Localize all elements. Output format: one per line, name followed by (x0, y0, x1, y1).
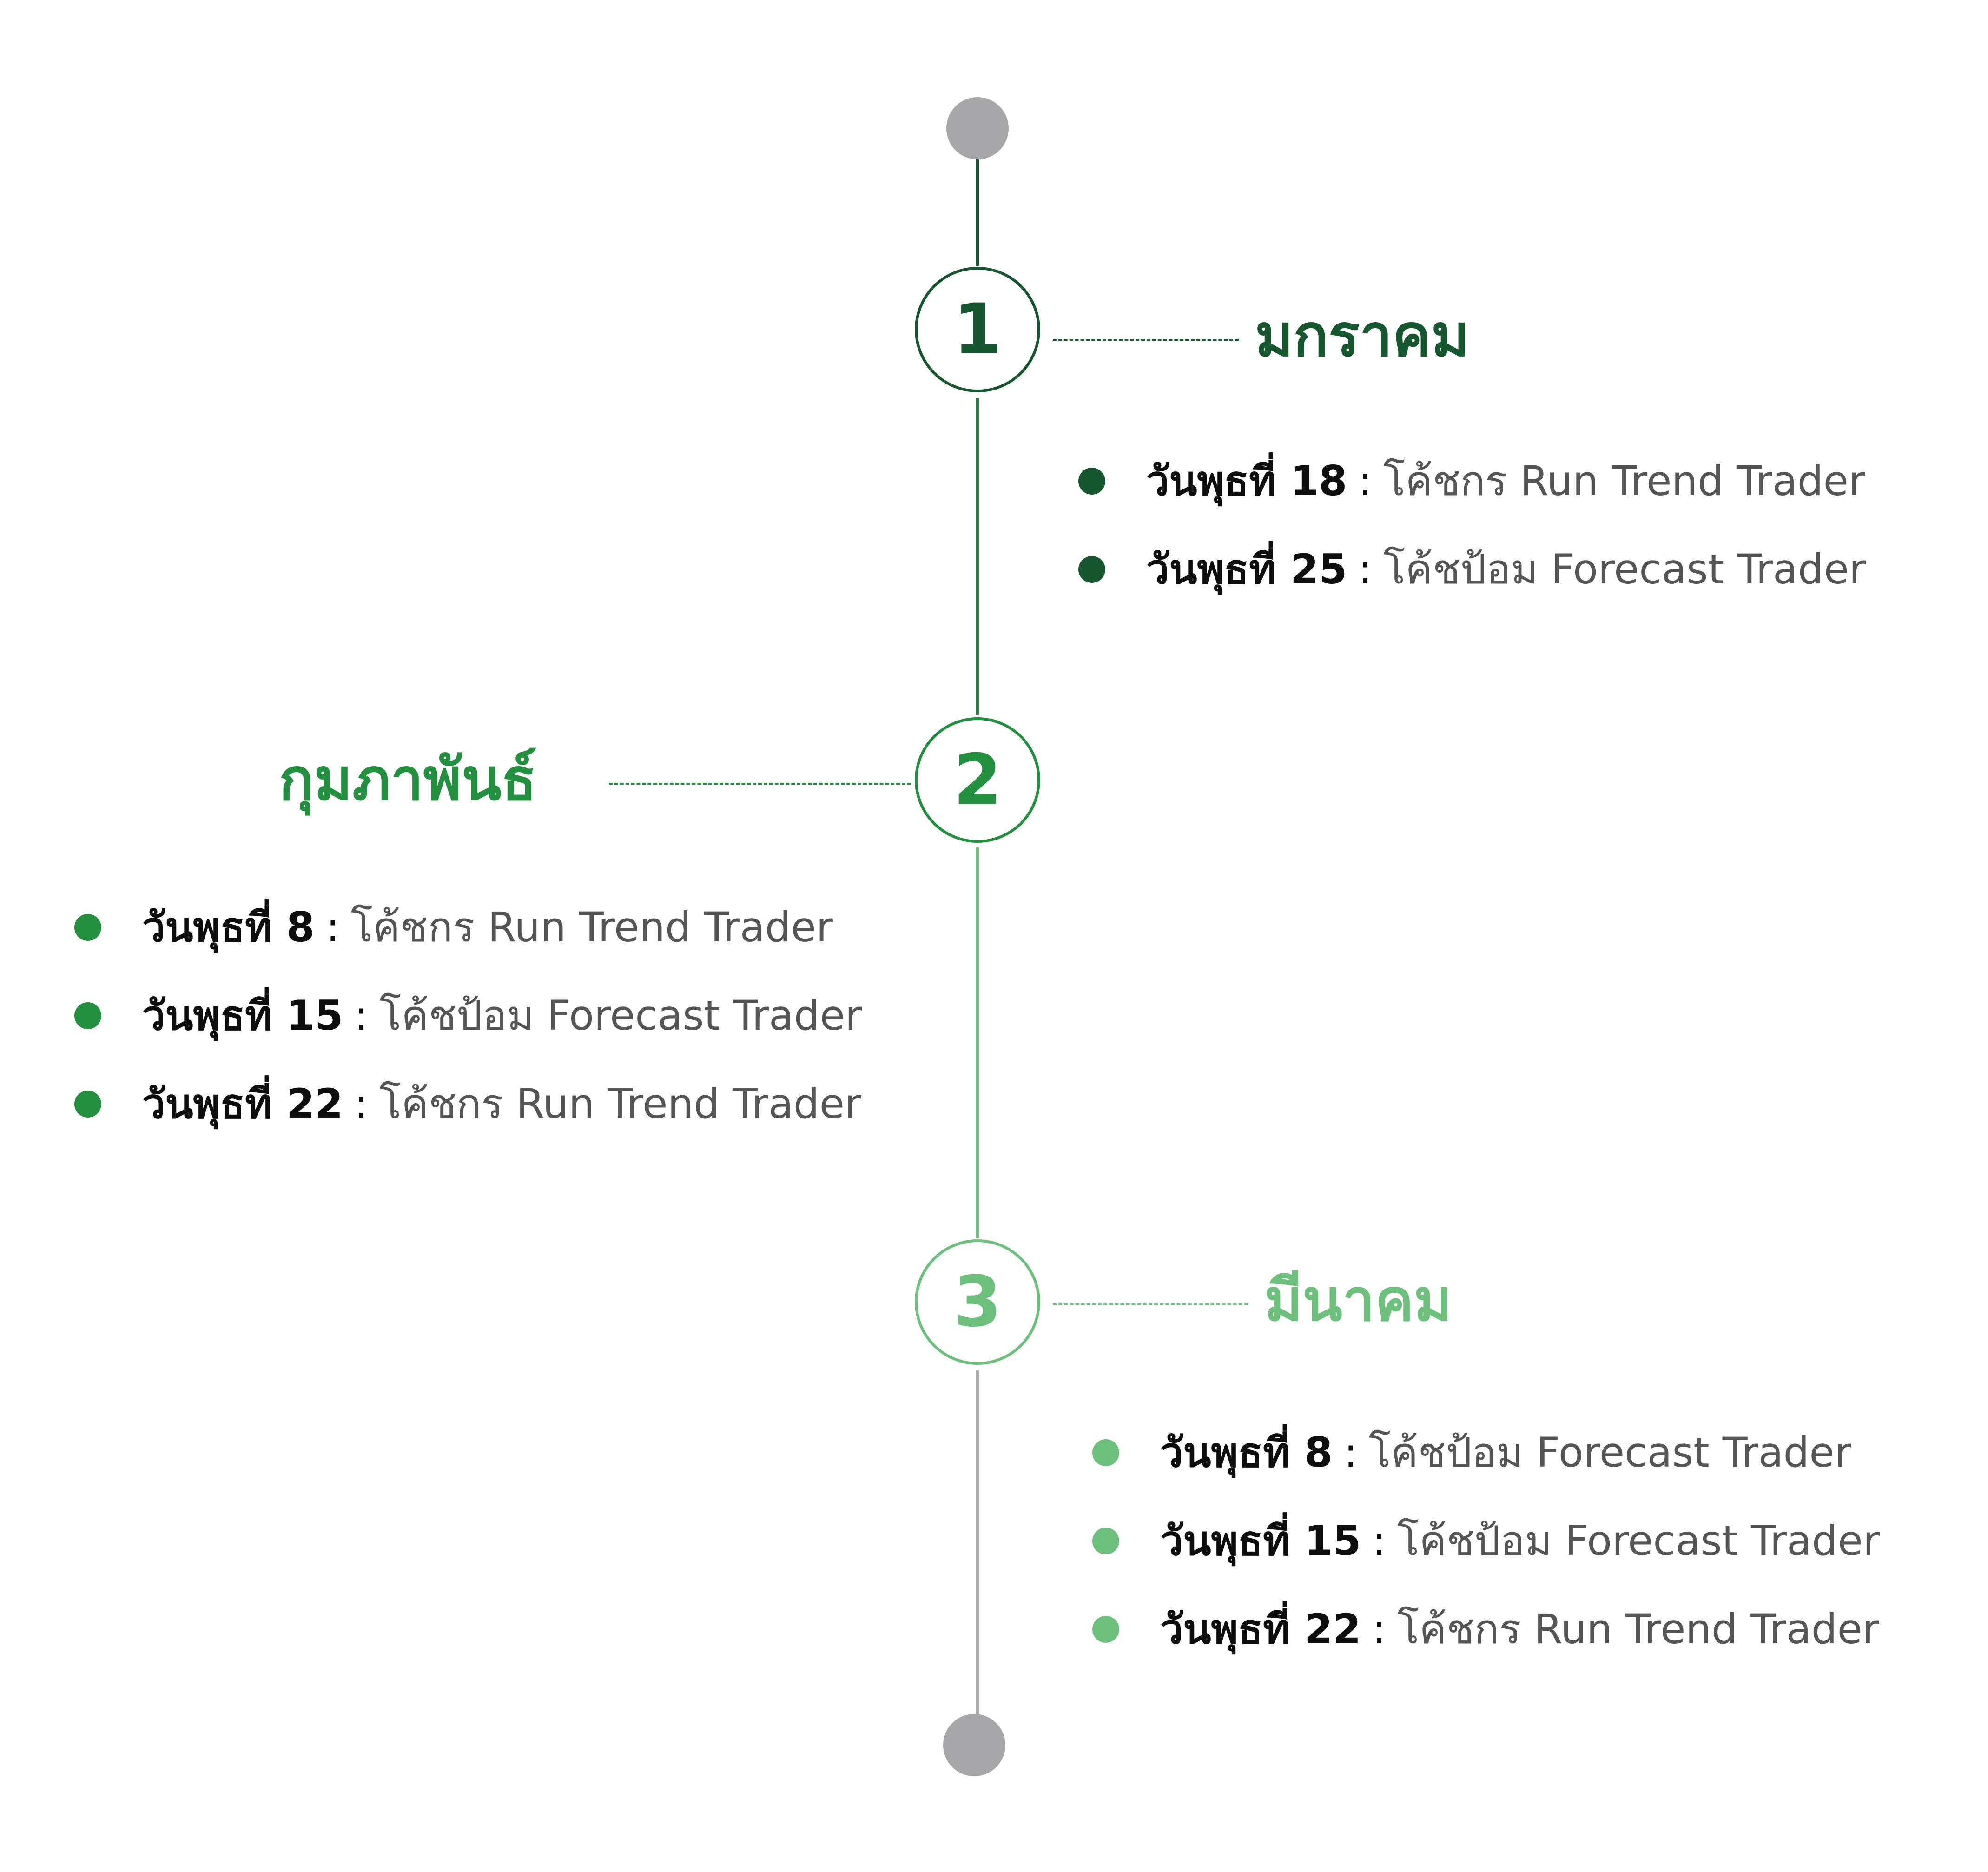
connector-line (1053, 1303, 1248, 1305)
step-number: 2 (953, 740, 1002, 820)
separator: : (354, 992, 369, 1039)
list-item: วันพุธที่ 22 : โค้ชกร Run Trend Trader (74, 1060, 862, 1148)
bullet-dot-icon (74, 914, 101, 941)
session-day: วันพุธที่ 15 (142, 992, 343, 1039)
session-coach: โค้ชกร Run Trend Trader (1397, 1605, 1880, 1653)
separator: : (1358, 545, 1373, 593)
schedule-list-january: วันพุธที่ 18 : โค้ชกร Run Trend Trader ว… (1078, 437, 1866, 614)
step-1-circle: 1 (915, 267, 1040, 392)
timeline-line-segment (976, 130, 979, 266)
month-title-february: กุมภาพันธ์ (279, 746, 537, 814)
step-3-circle: 3 (915, 1239, 1040, 1365)
session-day: วันพุธที่ 8 (142, 903, 315, 951)
bullet-dot-icon (74, 1091, 101, 1118)
step-number: 1 (953, 289, 1002, 370)
session-coach: โค้ชป้อม Forecast Trader (1383, 545, 1866, 593)
schedule-list-march: วันพุธที่ 8 : โค้ชป้อม Forecast Trader ว… (1092, 1409, 1880, 1674)
month-title-march: มีนาคม (1264, 1267, 1453, 1334)
separator: : (1344, 1429, 1358, 1476)
bullet-dot-icon (1092, 1616, 1119, 1643)
timeline-line-segment (976, 847, 979, 1238)
session-coach: โค้ชป้อม Forecast Trader (1397, 1517, 1880, 1565)
list-item: วันพุธที่ 8 : โค้ชกร Run Trend Trader (74, 883, 862, 972)
connector-line (1053, 339, 1239, 341)
session-day: วันพุธที่ 25 (1146, 545, 1347, 593)
timeline-line-segment (976, 1370, 979, 1731)
session-day: วันพุธที่ 22 (1160, 1605, 1361, 1653)
bullet-dot-icon (1078, 468, 1105, 495)
separator: : (354, 1080, 369, 1128)
session-coach: โค้ชป้อม Forecast Trader (379, 992, 862, 1039)
list-item: วันพุธที่ 15 : โค้ชป้อม Forecast Trader (1092, 1497, 1880, 1585)
schedule-list-february: วันพุธที่ 8 : โค้ชกร Run Trend Trader วั… (74, 883, 862, 1148)
separator: : (1372, 1517, 1387, 1565)
session-coach: โค้ชป้อม Forecast Trader (1368, 1429, 1851, 1476)
session-coach: โค้ชกร Run Trend Trader (1383, 457, 1866, 505)
step-2-circle: 2 (915, 717, 1040, 843)
session-day: วันพุธที่ 22 (142, 1080, 343, 1128)
list-item: วันพุธที่ 22 : โค้ชกร Run Trend Trader (1092, 1585, 1880, 1674)
session-coach: โค้ชกร Run Trend Trader (350, 903, 833, 951)
timeline-start-cap (946, 97, 1009, 159)
connector-line (609, 783, 911, 785)
session-day: วันพุธที่ 15 (1160, 1517, 1361, 1565)
list-item: วันพุธที่ 8 : โค้ชป้อม Forecast Trader (1092, 1409, 1880, 1497)
timeline-line-segment (976, 398, 979, 715)
bullet-dot-icon (1078, 556, 1105, 583)
bullet-dot-icon (74, 1002, 101, 1029)
step-number: 3 (953, 1262, 1002, 1343)
session-day: วันพุธที่ 8 (1160, 1429, 1333, 1476)
month-title-january: มกราคม (1255, 302, 1470, 370)
bullet-dot-icon (1092, 1439, 1119, 1466)
separator: : (1372, 1605, 1387, 1653)
separator: : (1358, 457, 1373, 505)
session-day: วันพุธที่ 18 (1146, 457, 1347, 505)
list-item: วันพุธที่ 15 : โค้ชป้อม Forecast Trader (74, 972, 862, 1060)
separator: : (326, 903, 340, 951)
timeline-end-cap (943, 1714, 1005, 1776)
list-item: วันพุธที่ 18 : โค้ชกร Run Trend Trader (1078, 437, 1866, 525)
bullet-dot-icon (1092, 1528, 1119, 1554)
session-coach: โค้ชกร Run Trend Trader (379, 1080, 862, 1128)
list-item: วันพุธที่ 25 : โค้ชป้อม Forecast Trader (1078, 525, 1866, 614)
